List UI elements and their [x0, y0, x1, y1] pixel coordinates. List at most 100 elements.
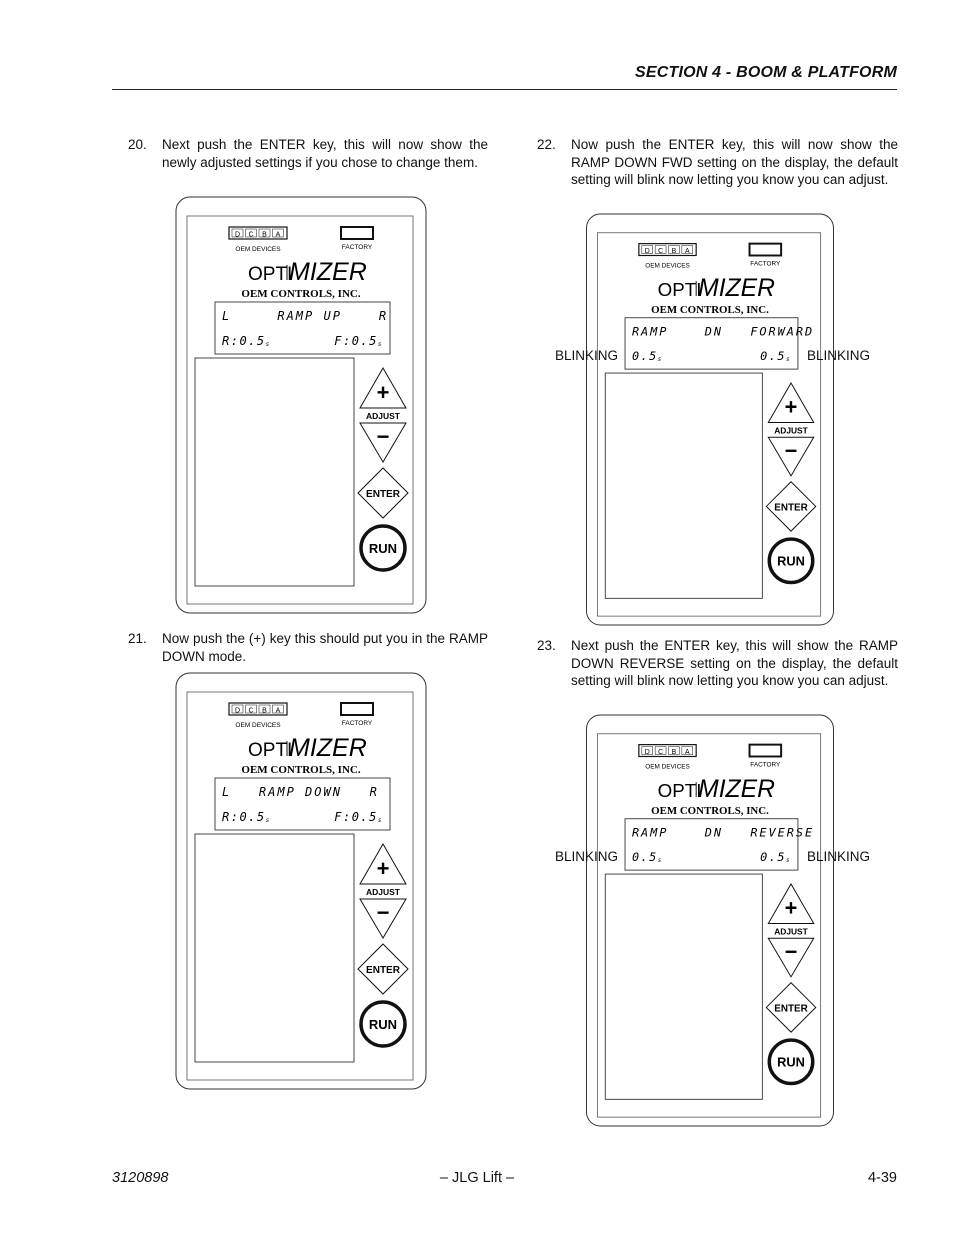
device-panel [186, 691, 414, 1081]
plus-icon: + [377, 380, 390, 405]
maker-name: OEM CONTROLS, INC. [241, 764, 360, 776]
enter-label: ENTER [774, 502, 807, 513]
dip-cell [681, 746, 693, 755]
dip-cell [668, 245, 680, 254]
oem-devices-label: OEM DEVICES [645, 763, 690, 770]
lcd-line-1: RAMP DN REVERSE [632, 826, 814, 840]
maker-name: OEM CONTROLS, INC. [241, 288, 360, 300]
step-number: 23. [537, 638, 556, 653]
header-rule [112, 89, 897, 90]
oem-devices-label: OEM DEVICES [235, 246, 281, 253]
footer-publisher: – JLG Lift – [439, 1170, 515, 1186]
minus-icon: − [785, 939, 798, 964]
section-title: SECTION 4 - BOOM & PLATFORM [635, 64, 897, 81]
step-text: Next push the ENTER key, this will now s… [162, 137, 488, 170]
window-panel [604, 372, 763, 599]
footer-doc-number: 3120898 [112, 1170, 169, 1186]
plus-button [359, 366, 407, 409]
maker-name: OEM CONTROLS, INC. [651, 304, 769, 316]
lcd-unit: s [266, 817, 271, 824]
dip-label: A [276, 708, 281, 715]
window-panel [194, 833, 355, 1063]
dip-cell [654, 245, 667, 254]
adjust-label: ADJUST [774, 425, 808, 435]
device-panel [186, 215, 414, 605]
step-23: 23. Next push the ENTER key, this will s… [537, 637, 898, 709]
plus-button [359, 842, 407, 885]
lcd-value-right: F:0.5s [334, 334, 383, 348]
oem-devices-label: OEM DEVICES [235, 722, 281, 729]
brand-opti: OPTI [658, 780, 702, 801]
step-21: 21. Now push the (+) key this should put… [128, 630, 488, 666]
dip-cell [258, 704, 271, 714]
dip-label: C [248, 232, 253, 239]
step-text: Now push the ENTER key, this will now sh… [571, 137, 898, 187]
dip-label: A [685, 248, 690, 255]
device-panel [596, 232, 822, 617]
oem-devices-label: OEM DEVICES [645, 262, 690, 269]
lcd-line-1: RAMP DN FORWARD [632, 325, 814, 339]
dip-label: C [658, 749, 663, 756]
dip-label: B [672, 749, 677, 756]
lcd-line-1: L RAMP UP R [222, 309, 388, 323]
dip-switch [228, 702, 288, 716]
factory-switch [340, 226, 374, 240]
plus-button [767, 882, 815, 924]
plus-icon: + [377, 856, 390, 881]
factory-label: FACTORY [750, 260, 781, 267]
lcd-value-right: 0.5s [760, 850, 791, 864]
lcd-value-left: R:0.5s [222, 810, 271, 824]
factory-switch [748, 743, 783, 758]
enter-label: ENTER [366, 489, 401, 500]
lcd-display [624, 818, 799, 871]
dip-label: C [248, 708, 253, 715]
dip-cell [641, 245, 653, 254]
dip-cell [681, 245, 693, 254]
dip-cell [245, 228, 257, 238]
minus-icon: − [377, 424, 390, 449]
adjust-label: ADJUST [366, 887, 401, 897]
lcd-value-left: 0.5s [632, 850, 663, 864]
minus-icon: − [785, 438, 798, 463]
minus-button [359, 422, 407, 463]
enter-label: ENTER [366, 965, 401, 976]
factory-label: FACTORY [342, 720, 373, 727]
step-number: 21. [128, 631, 147, 646]
maker-name: OEM CONTROLS, INC. [651, 805, 769, 817]
enter-label: ENTER [774, 1003, 807, 1014]
dip-label: D [645, 248, 650, 255]
lcd-value-left: R:0.5s [222, 334, 271, 348]
step-text: Next push the ENTER key, this will show … [571, 638, 898, 688]
dip-label: D [235, 232, 240, 239]
lcd-display [214, 301, 391, 355]
step-number: 20. [128, 137, 147, 152]
window-panel [604, 873, 763, 1100]
factory-label: FACTORY [750, 761, 781, 768]
adjust-label: ADJUST [774, 926, 808, 936]
enter-button [765, 481, 817, 532]
dip-cell [641, 746, 653, 755]
plus-icon: + [785, 395, 798, 420]
brand-opti: OPTI [658, 279, 702, 300]
minus-icon: − [377, 900, 390, 925]
dip-cell [258, 228, 271, 238]
dip-cell [272, 704, 284, 714]
lcd-value-right: F:0.5s [334, 810, 383, 824]
lcd-unit: s [378, 817, 383, 824]
blinking-label-right: BLINKING [807, 849, 871, 864]
run-label: RUN [777, 554, 805, 569]
lcd-display [624, 317, 799, 370]
step-text: Now push the (+) key this should put you… [162, 631, 488, 664]
dip-label: B [262, 708, 267, 715]
factory-switch [340, 702, 374, 716]
brand-opti: OPTI [248, 740, 292, 761]
run-label: RUN [369, 541, 397, 556]
lcd-unit: s [658, 357, 663, 363]
lcd-unit: s [786, 858, 791, 864]
brand-mizer: MIZER [698, 776, 775, 803]
factory-label: FACTORY [342, 244, 373, 251]
lcd-unit: s [786, 357, 791, 363]
enter-button [357, 943, 409, 995]
